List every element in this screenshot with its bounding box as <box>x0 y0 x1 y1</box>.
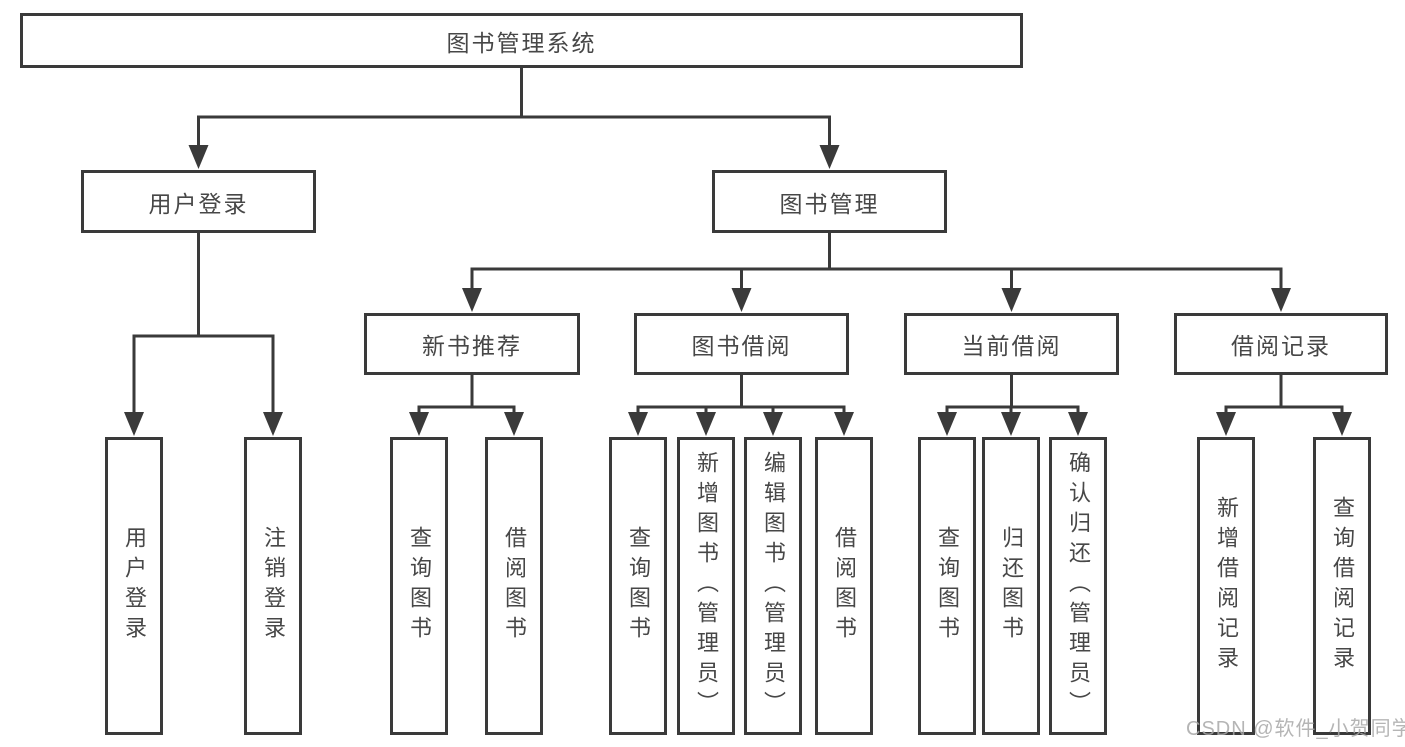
node-leaf-current-return: 归还图书 <box>982 437 1040 735</box>
node-leaf-newbook-query: 查询图书 <box>390 437 448 735</box>
node-label: 用户登录 <box>148 190 249 217</box>
node-label: 查询图书 <box>407 526 432 646</box>
node-leaf-current-query: 查询图书 <box>918 437 976 735</box>
node-label: 图书管理 <box>779 190 880 217</box>
watermark: CSDN @软件_小贺同学 <box>1186 718 1405 740</box>
node-leaf-user-login: 用户登录 <box>105 437 163 735</box>
node-label: 当前借阅 <box>961 333 1062 359</box>
node-label: 新增借阅记录 <box>1214 496 1239 676</box>
node-book-mgmt-branch: 图书管理 <box>712 170 947 233</box>
node-new-book-rec: 新书推荐 <box>364 313 580 375</box>
node-label: 借阅记录 <box>1231 333 1331 359</box>
node-leaf-borrow-borrow: 借阅图书 <box>815 437 873 735</box>
node-label: 图书借阅 <box>691 333 792 359</box>
node-label: 借阅图书 <box>832 526 857 646</box>
node-label: 确认归还（管理员） <box>1066 451 1091 721</box>
node-book-borrow: 图书借阅 <box>634 313 849 375</box>
node-leaf-current-confirm: 确认归还（管理员） <box>1049 437 1107 735</box>
node-root: 图书管理系统 <box>20 13 1023 68</box>
node-label: 用户登录 <box>122 526 147 646</box>
node-leaf-records-add: 新增借阅记录 <box>1197 437 1255 735</box>
node-leaf-borrow-add: 新增图书（管理员） <box>677 437 735 735</box>
node-label: 注销登录 <box>261 526 286 646</box>
node-user-login-branch: 用户登录 <box>81 170 316 233</box>
node-leaf-logout: 注销登录 <box>244 437 302 735</box>
node-leaf-newbook-borrow: 借阅图书 <box>485 437 543 735</box>
node-leaf-borrow-edit: 编辑图书（管理员） <box>744 437 802 735</box>
node-label: 归还图书 <box>999 526 1024 646</box>
node-leaf-borrow-query: 查询图书 <box>609 437 667 735</box>
node-label: 新增图书（管理员） <box>694 451 719 721</box>
node-current-borrow: 当前借阅 <box>904 313 1119 375</box>
node-label: 借阅图书 <box>502 526 527 646</box>
node-label: 图书管理系统 <box>446 29 597 56</box>
node-leaf-records-query: 查询借阅记录 <box>1313 437 1371 735</box>
node-label: 新书推荐 <box>422 333 522 359</box>
node-borrow-records: 借阅记录 <box>1174 313 1388 375</box>
node-label: 查询借阅记录 <box>1330 496 1355 676</box>
node-label: 查询图书 <box>626 526 651 646</box>
node-label: 查询图书 <box>935 526 960 646</box>
node-label: 编辑图书（管理员） <box>761 451 786 721</box>
